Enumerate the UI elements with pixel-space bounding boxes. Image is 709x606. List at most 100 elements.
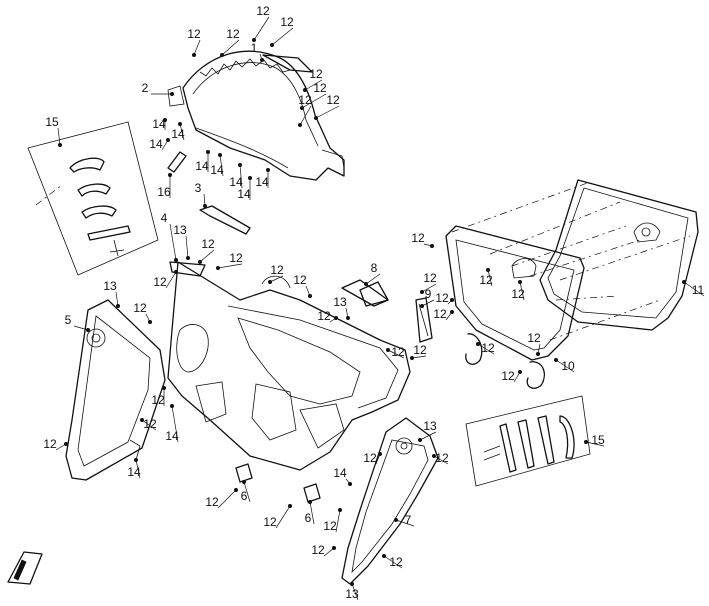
callout-c-14-f: 14	[229, 175, 243, 189]
leader-c-6-a	[243, 481, 251, 503]
leader-c-12-h	[299, 105, 312, 126]
leader-c-13-e	[351, 583, 359, 601]
fastener-c-5	[86, 327, 91, 332]
callout-c-14-a: 14	[152, 117, 166, 131]
leader-c-12-af	[335, 509, 341, 533]
callout-c-12-y: 12	[151, 393, 165, 407]
leader-c-10	[555, 359, 575, 373]
fastener-c-16	[167, 172, 172, 177]
leader-c-12-t	[487, 269, 493, 287]
leader-c-6-b	[309, 501, 315, 525]
part-15-detail-box-left	[27, 121, 159, 276]
callout-c-13-d: 13	[423, 419, 437, 433]
fastener-c-12-o	[333, 315, 338, 320]
callout-c-5: 5	[65, 313, 72, 327]
fastener-c-13-c	[345, 315, 350, 320]
fastener-c-12-ab	[377, 451, 382, 456]
callout-c-12-d: 12	[226, 27, 240, 41]
callout-c-3: 3	[195, 181, 202, 195]
fastener-c-12-b	[269, 43, 274, 48]
callout-c-14-j: 14	[127, 465, 141, 479]
leader-c-12-a	[253, 16, 270, 41]
leader-c-12-ag	[323, 547, 335, 557]
leader-c-12-ai	[421, 283, 437, 293]
callout-c-12-f: 12	[313, 81, 327, 95]
callout-c-12-x: 12	[501, 369, 515, 383]
callout-c-12-ab: 12	[363, 451, 377, 465]
callout-c-7: 7	[405, 513, 412, 527]
leader-c-12-f	[301, 93, 327, 109]
fastener-c-12-i	[197, 259, 202, 264]
fastener-c-6-a	[241, 479, 246, 484]
callout-c-13-c: 13	[333, 295, 347, 309]
fastener-c-12-ac	[431, 453, 436, 458]
callout-c-12-m: 12	[133, 301, 147, 315]
callout-c-1: 1	[251, 41, 258, 55]
fastener-c-12-y	[161, 385, 166, 390]
fastener-c-12-d	[219, 53, 224, 58]
fastener-c-12-j	[215, 265, 220, 270]
callout-c-4: 4	[161, 211, 168, 225]
leader-c-12-ad	[217, 489, 237, 509]
leader-c-12-aj	[411, 355, 427, 359]
fastener-c-12-ah	[381, 554, 386, 559]
fastener-c-11	[682, 279, 687, 284]
callout-c-15-b: 15	[591, 433, 605, 447]
callout-c-12-a: 12	[256, 4, 270, 18]
part-6-clips	[235, 463, 321, 503]
leader-c-15-a	[57, 127, 61, 146]
fastener-c-12-a	[251, 38, 256, 43]
callout-c-12-v: 12	[481, 341, 495, 355]
leader-c-14-e	[219, 154, 224, 177]
fastener-c-2	[169, 92, 174, 97]
fastener-c-12-h	[297, 123, 302, 128]
leader-c-3	[203, 193, 206, 207]
fastener-c-12-p	[385, 347, 390, 352]
callout-c-8: 8	[371, 261, 378, 275]
leader-c-8	[365, 273, 381, 285]
leader-c-12-k	[269, 275, 284, 283]
callout-c-12-r: 12	[433, 307, 447, 321]
fastener-c-12-ae	[287, 503, 292, 508]
callout-c-14-b: 14	[171, 127, 185, 141]
callout-c-12-af: 12	[323, 519, 337, 533]
fastener-c-14-h	[265, 167, 270, 172]
part-7-right-panel	[341, 417, 439, 585]
leader-c-9	[421, 299, 435, 307]
callout-c-13-b: 13	[103, 279, 117, 293]
part-1-top-cover	[167, 50, 345, 181]
callout-c-14-h: 14	[255, 175, 269, 189]
leader-c-12-j	[217, 263, 243, 269]
callout-c-12-ae: 12	[263, 515, 277, 529]
fastener-c-6-b	[307, 499, 312, 504]
leader-c-12-e	[304, 79, 323, 91]
part-9-strip	[415, 297, 433, 343]
part-15-detail-box-right	[465, 395, 591, 487]
fastener-c-10	[554, 357, 559, 362]
leader-c-12-c	[193, 39, 201, 56]
fastener-c-12-m	[147, 319, 152, 324]
callout-c-14-d: 14	[195, 159, 209, 173]
callout-c-10: 10	[561, 359, 575, 373]
leader-c-13-b	[115, 291, 119, 307]
callout-c-12-e: 12	[309, 67, 323, 81]
part-3-rail	[199, 205, 251, 235]
callout-c-12-j: 12	[229, 251, 243, 265]
assembly-dash-lines	[451, 181, 691, 341]
leader-c-12-g	[315, 105, 340, 119]
fastener-c-13-d	[417, 437, 422, 442]
front-arrow-icon	[7, 551, 43, 585]
fastener-c-12-l	[307, 293, 312, 298]
leader-c-15-b	[585, 441, 605, 447]
part-5-left-panel	[65, 299, 166, 481]
part-11-lid	[539, 179, 699, 331]
fastener-c-12-aa	[64, 441, 69, 446]
part-8-rail	[341, 279, 389, 307]
callout-c-12-aa: 12	[43, 437, 57, 451]
callout-c-12-u: 12	[511, 287, 525, 301]
callout-c-12-w: 12	[527, 331, 541, 345]
callout-c-12-ag: 12	[311, 543, 325, 557]
main-storage-tub	[167, 261, 411, 471]
